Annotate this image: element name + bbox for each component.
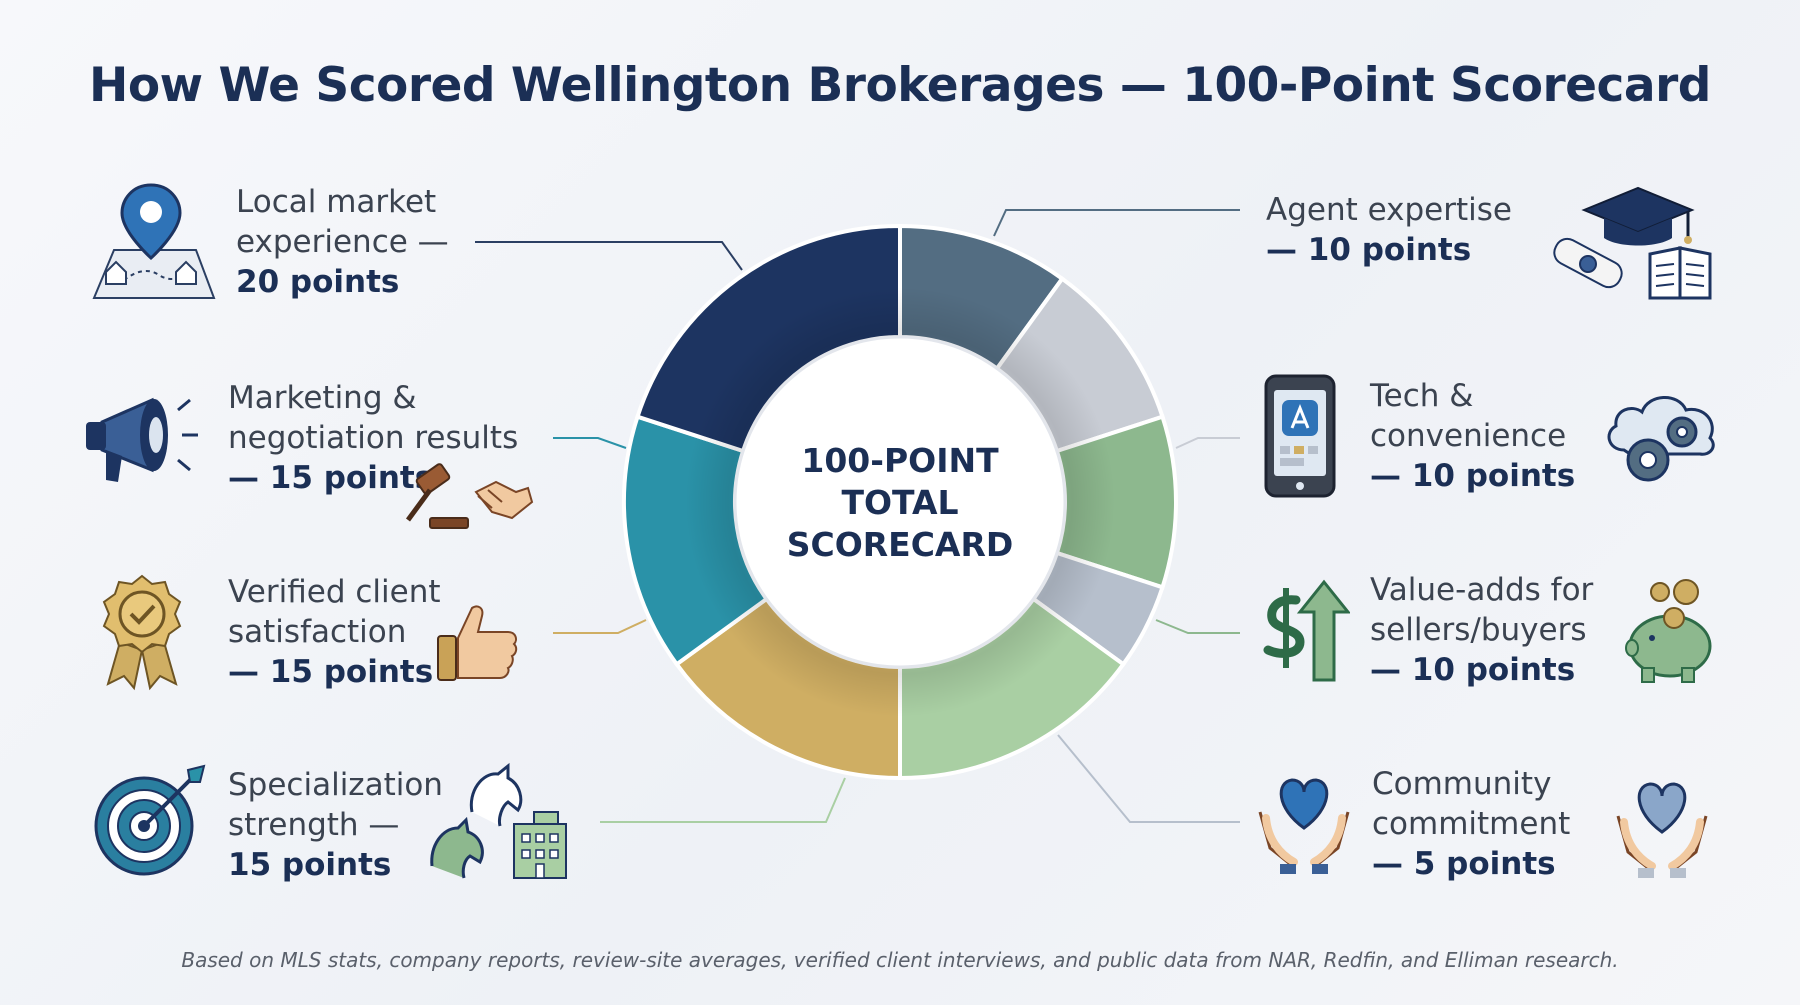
label-satisfaction: Verified client satisfaction — 15 points <box>228 572 441 692</box>
label-line: experience — <box>236 224 449 260</box>
label-line: Verified client <box>228 574 441 610</box>
award-badge-icon <box>102 574 182 691</box>
label-points: — 15 points <box>228 460 434 496</box>
label-line: negotiation results <box>228 420 519 456</box>
donut-center-label: 100-POINT TOTAL SCORECARD <box>760 440 1040 566</box>
label-value-adds: Value-adds for sellers/buyers — 10 point… <box>1370 570 1593 690</box>
label-points: — 10 points <box>1266 232 1472 268</box>
label-line: sellers/buyers <box>1370 612 1587 648</box>
connector-tech <box>1175 437 1240 449</box>
connector-satisfaction <box>553 619 647 634</box>
cloud-gear-icon <box>1607 396 1715 482</box>
connector-community <box>1057 734 1240 823</box>
graduation-cap-icon <box>1553 186 1712 300</box>
center-line-1: 100-POINT <box>801 441 999 480</box>
source-footnote: Based on MLS stats, company reports, rev… <box>181 948 1619 972</box>
label-line: convenience <box>1370 418 1567 454</box>
center-line-3: SCORECARD <box>786 525 1014 564</box>
piggy-bank-icon <box>1625 579 1712 683</box>
label-line: Community <box>1372 766 1552 802</box>
donut-center-ring <box>733 335 1067 669</box>
heart-hands-icon <box>1258 778 1350 874</box>
label-line: Specialization <box>228 767 443 803</box>
label-points: 20 points <box>236 264 400 300</box>
gavel-handshake-icon <box>405 463 534 529</box>
label-community: Community commitment — 5 points <box>1372 764 1570 884</box>
label-line: Tech & <box>1370 378 1474 414</box>
label-local-market: Local market experience — 20 points <box>236 182 449 302</box>
connector-agent <box>993 209 1240 237</box>
dollar-arrow-icon <box>1263 579 1350 682</box>
label-tech: Tech & convenience — 10 points <box>1370 376 1575 496</box>
app-phone-icon <box>1264 374 1336 498</box>
connector-marketing <box>553 437 627 449</box>
label-marketing: Marketing & negotiation results — 15 poi… <box>228 378 518 498</box>
megaphone-icon <box>86 397 198 482</box>
label-specialization: Specialization strength — 15 points <box>228 765 443 885</box>
map-pin-icon <box>92 183 216 299</box>
label-line: Value-adds for <box>1370 572 1594 608</box>
label-agent-expertise: Agent expertise — 10 points <box>1266 190 1512 270</box>
horse-building-icon <box>430 762 567 879</box>
label-line: Marketing & <box>228 380 417 416</box>
label-points: — 15 points <box>228 654 434 690</box>
connector-specialization <box>600 777 846 823</box>
donut-center <box>735 337 1065 667</box>
label-points: — 5 points <box>1372 846 1556 882</box>
label-line: strength — <box>228 807 400 843</box>
target-icon <box>94 764 206 876</box>
label-line: Local market <box>236 184 437 220</box>
heart-hands-icon <box>1616 782 1708 878</box>
label-line: commitment <box>1372 806 1571 842</box>
center-line-2: TOTAL <box>841 483 959 522</box>
thumbs-up-icon <box>437 605 518 681</box>
label-line: Agent expertise <box>1266 192 1512 228</box>
label-points: 15 points <box>228 847 392 883</box>
connector-local <box>475 241 743 271</box>
label-points: — 10 points <box>1370 652 1576 688</box>
label-line: satisfaction <box>228 614 407 650</box>
connector-value <box>1155 619 1240 634</box>
page-title: How We Scored Wellington Brokerages — 10… <box>89 58 1711 113</box>
label-points: — 10 points <box>1370 458 1576 494</box>
